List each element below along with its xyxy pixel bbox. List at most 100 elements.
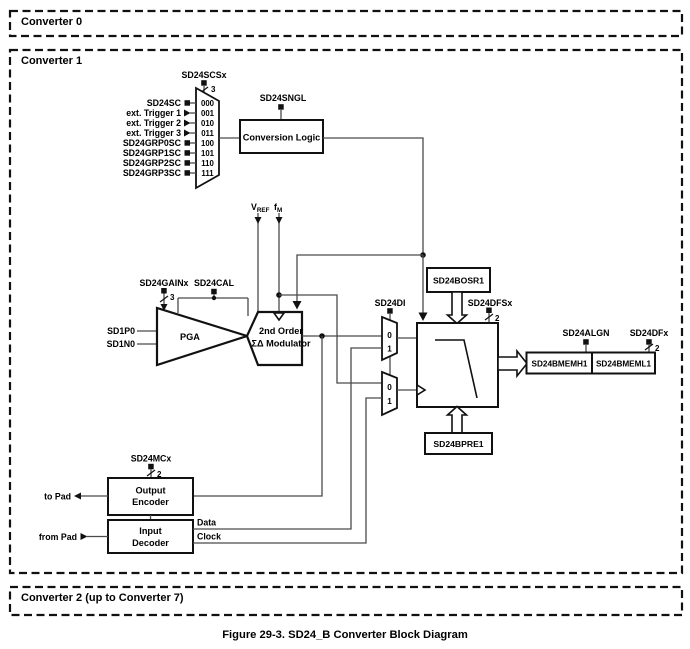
fm-label: fM — [274, 202, 282, 214]
junction-dot — [211, 295, 217, 301]
di-label: SD24DI — [375, 298, 406, 308]
mux-code: 011 — [201, 129, 214, 138]
data-clock-muxes: SD24DI 0 1 0 1 — [375, 298, 417, 417]
input-decoder-label-line2: Decoder — [132, 538, 169, 548]
mux-sel1: 1 — [387, 345, 392, 354]
trigger-arrow-icon — [184, 119, 191, 127]
mc-bus-width: 2 — [157, 470, 162, 479]
wire — [137, 330, 157, 345]
modulator-label-line2: ΣΔ Modulator — [251, 339, 310, 349]
mc-label: SD24MCx — [131, 454, 172, 464]
converter0-label: Converter 0 — [21, 16, 82, 28]
mux-code: 111 — [201, 169, 214, 178]
mux-input-label: ext. Trigger 2 — [126, 118, 181, 128]
to-pad-label: to Pad — [44, 492, 71, 502]
block-arrow-right-icon — [497, 348, 529, 379]
gain-label: SD24GAINx — [140, 278, 189, 288]
conversion-logic-label: Conversion Logic — [243, 133, 321, 143]
analog-front-end: SD24GAINx 3 SD24CAL SD1P0 SD1N0 PGA 2nd … — [107, 278, 382, 497]
output-encoder-label-line2: Encoder — [132, 497, 169, 507]
converter1-label: Converter 1 — [21, 55, 82, 67]
vref-label: VREF — [251, 202, 270, 214]
filter-box — [416, 322, 499, 408]
block-arrow-down-icon — [445, 291, 469, 325]
scs-label: SD24SCSx — [182, 70, 227, 80]
meml-box — [591, 351, 656, 375]
bus-slash — [644, 343, 654, 351]
gain-bus-width: 3 — [170, 293, 175, 302]
trigger-select-mux — [195, 86, 220, 190]
clock-mux — [381, 370, 398, 417]
wire — [193, 336, 323, 497]
trigger-arrow-icon — [184, 109, 191, 117]
input-terminal — [184, 160, 190, 166]
dfx-bus-width: 2 — [655, 344, 660, 353]
bpre-box — [424, 432, 493, 455]
arrowhead-icon — [292, 301, 302, 310]
clock-input-icon — [416, 383, 427, 397]
input-terminal — [184, 150, 190, 156]
mux-input-label: ext. Trigger 3 — [126, 128, 181, 138]
input-terminal — [184, 140, 190, 146]
scs-terminal — [201, 80, 207, 86]
pad-interface-group: SD24MCx 2 Output Encoder to Pad Input De… — [39, 347, 382, 554]
arrowhead-icon — [160, 304, 168, 311]
clock-wire — [193, 397, 382, 544]
converter2-label: Converter 2 (up to Converter 7) — [21, 592, 184, 604]
mux-sel1: 1 — [387, 397, 392, 406]
mux-code: 010 — [201, 119, 215, 128]
modulator-shape — [245, 310, 304, 367]
clock-input-icon — [272, 312, 286, 322]
mux-code: 110 — [201, 159, 214, 168]
wire — [323, 137, 424, 255]
bpre-label: SD24BPRE1 — [433, 439, 483, 449]
dfx-terminal — [646, 339, 652, 345]
mux-code: 000 — [201, 99, 215, 108]
from-pad-label: from Pad — [39, 532, 77, 542]
meml-label: SD24BMEML1 — [596, 360, 651, 369]
cal-label: SD24CAL — [194, 278, 235, 288]
mux-input-label: ext. Trigger 1 — [126, 108, 181, 118]
figure-caption: Figure 29-3. SD24_B Converter Block Diag… — [222, 629, 468, 641]
data-label: Data — [197, 518, 216, 528]
mux-input-label: SD24GRP2SC — [123, 158, 182, 168]
memh-label: SD24BMEMH1 — [532, 360, 588, 369]
trigger-arrow-icon — [184, 129, 191, 137]
clock-label: Clock — [197, 532, 221, 542]
block-arrow-up-icon — [445, 405, 469, 434]
result-memory-group: SD24ALGN SD24DFx 2 SD24BMEMH1 SD24BMEML1 — [497, 328, 668, 379]
mc-terminal — [148, 463, 154, 470]
input-decoder-label-line1: Input — [139, 526, 161, 536]
arrowhead-icon — [275, 217, 283, 224]
sd1n0-label: SD1N0 — [107, 339, 135, 349]
mux-code: 001 — [201, 109, 215, 118]
data-mux — [381, 315, 398, 362]
wire — [279, 294, 382, 384]
arrowhead-icon — [80, 533, 88, 540]
bus-slash — [484, 313, 494, 321]
scs-bus-width: 3 — [211, 85, 216, 94]
bosr-box — [426, 267, 491, 293]
cal-terminal — [211, 288, 217, 295]
dfs-bus-width: 2 — [495, 314, 500, 323]
input-terminal — [184, 170, 190, 176]
mux-code: 100 — [201, 139, 215, 148]
mux-code: 101 — [201, 149, 215, 158]
bus-slash — [159, 295, 169, 303]
algn-label: SD24ALGN — [563, 328, 610, 338]
mux-input-label: SD24GRP3SC — [123, 168, 182, 178]
pga-label: PGA — [180, 332, 200, 342]
dfs-label: SD24DFSx — [468, 298, 513, 308]
di-terminal — [387, 308, 393, 314]
wire — [397, 337, 417, 391]
arrowhead-icon — [254, 217, 262, 224]
dfs-terminal — [486, 307, 492, 313]
conversion-logic-group: SD24SNGL Conversion Logic — [219, 93, 428, 321]
converter0-box — [8, 9, 684, 38]
trigger-select-mux-group: SD24SCSx 3 SD24SC 000 ext. Trigger 1 001… — [123, 70, 227, 190]
converter1-box — [8, 48, 684, 575]
pga-triangle — [155, 306, 251, 367]
input-decoder-box — [107, 519, 194, 554]
gain-terminal — [161, 288, 167, 294]
